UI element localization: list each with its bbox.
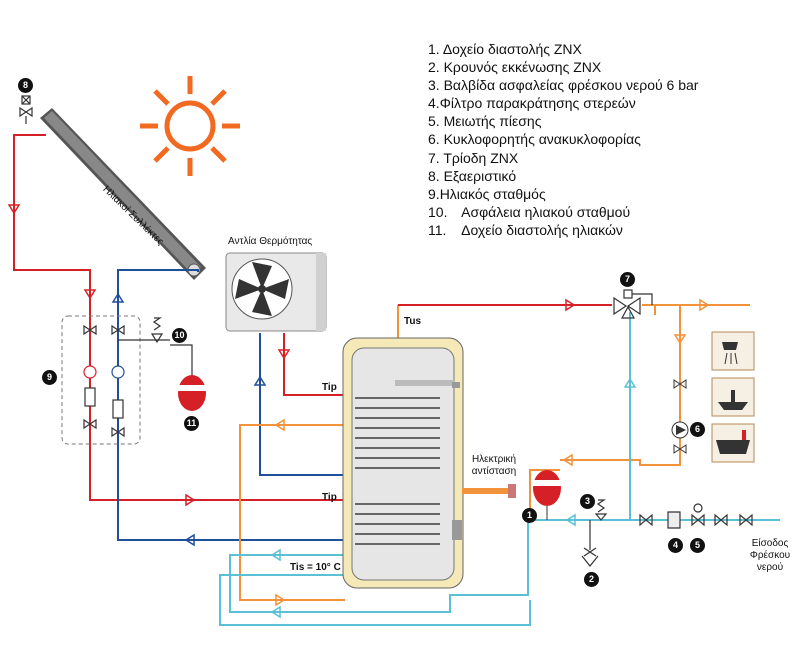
legend: 1. Δοχείο διαστολής ZNX 2. Κρουνός εκκέν… [428,40,698,239]
legend-item: 2. Κρουνός εκκένωσης ZNX [428,59,602,76]
badge-6: 6 [690,422,705,437]
three-way-valve [613,289,653,319]
fan-icon [235,262,289,316]
solar-safety-valve [118,317,193,378]
legend-item: 6. Κυκλοφορητής ανακυκλοφορίας [428,131,641,148]
bathtub-icon [711,423,755,463]
tus-label: Tus [404,316,422,327]
tip-bottom-label: Tip [322,492,337,503]
solar-station-box [61,315,141,445]
badge-3: 3 [580,494,595,509]
sink-icon [711,377,755,417]
legend-item: 4.Φίλτρο παρακράτησης στερεών [428,95,636,112]
badge-8: 8 [18,78,33,93]
shower-icon [711,331,755,371]
legend-item: 5. Μειωτής πίεσης [428,113,542,130]
badge-11: 11 [184,416,199,431]
legend-item: 11. Δοχείο διαστολής ηλιακών [428,221,623,238]
solar-hot-pipe [13,134,345,501]
legend-item: 9.Ηλιακός σταθμός [428,185,546,202]
badge-2: 2 [584,572,599,587]
badge-10: 10 [172,328,187,343]
tis-label: Tis = 10° C [290,562,341,573]
badge-7: 7 [620,272,635,287]
tip-top-label: Tip [322,382,337,393]
legend-item: 7. Τρίοδη ZNX [428,149,519,166]
storage-tank [342,337,464,589]
badge-9: 9 [42,370,57,385]
legend-item: 10. Ασφάλεια ηλιακού σταθμού [428,203,631,220]
solar-station-components [83,324,125,438]
electric-heater-label: Ηλεκτρική αντίσταση [471,454,517,477]
dhw-safety-valve [594,499,608,521]
solar-expansion-tank [178,375,206,411]
solar-collector [40,108,206,280]
badge-4: 4 [668,538,683,553]
inlet-valves [639,503,753,529]
dhw-tap-pipe [560,304,750,466]
sun-icon [140,76,240,176]
badge-5: 5 [690,538,705,553]
air-vent-icon [19,95,33,124]
pump-icon [671,379,689,454]
legend-item: 1. Δοχείο διαστολής ZNX [428,41,582,57]
legend-item: 3. Βαλβίδα ασφαλείας φρέσκου νερού 6 bar [428,77,699,94]
cold-water-pipe [219,312,780,626]
fresh-water-inlet-label: Είσοδος Φρέσκου νερού [749,538,791,573]
electric-heater [462,484,516,498]
heat-pump-pipe [239,305,560,601]
legend-item: 8. Εξαεριστικό [428,167,517,184]
dhw-expansion-tank [533,470,561,520]
heat-pump-label: Αντλία Θερμότητας [228,236,313,247]
badge-1: 1 [522,508,537,523]
drain-valve [581,520,599,567]
